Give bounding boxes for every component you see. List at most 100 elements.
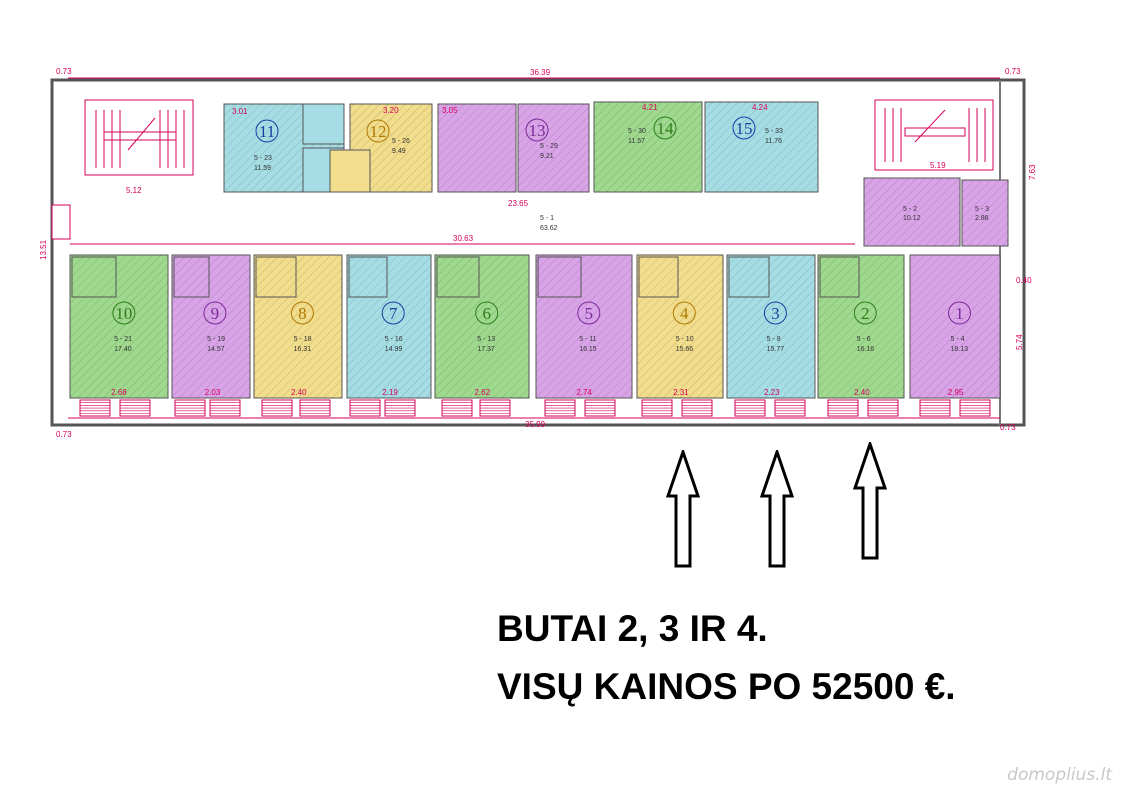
unit-2-width: 2.40 xyxy=(854,388,870,397)
dim-stair-left: 5.12 xyxy=(126,186,142,195)
unit-7-bathroom xyxy=(348,256,388,298)
unit-4-number: 4 xyxy=(680,304,689,323)
room-5-2: 5 - 2 10.12 xyxy=(863,177,961,247)
unit-5-area: 16.15 xyxy=(579,346,597,353)
unit-15-width: 4.24 xyxy=(752,103,768,112)
unit-4-area: 15.66 xyxy=(676,346,694,353)
unit-2-bathroom xyxy=(819,256,860,298)
dim-misc-right2: 0.40 xyxy=(1016,276,1032,285)
unit-3-number-circle xyxy=(763,301,787,325)
unit-1-number: 1 xyxy=(955,304,964,323)
unit-13-width: 3.05 xyxy=(442,106,458,115)
unit-4-width: 2.31 xyxy=(673,388,689,397)
unit-10-number: 10 xyxy=(115,304,132,323)
unit-3-label: 5 - 8 xyxy=(767,336,781,343)
unit-12-area: 9.49 xyxy=(392,148,406,155)
windows xyxy=(79,399,991,417)
unit-13: 13 5 - 29 9.21 3.05 xyxy=(437,103,590,193)
unit-12-number: 12 xyxy=(370,122,387,141)
unit-11-width: 3.01 xyxy=(232,107,248,116)
unit-9-width: 2.03 xyxy=(205,388,221,397)
unit-6-number: 6 xyxy=(482,304,491,323)
unit-10-number-circle xyxy=(112,301,136,325)
room-5-3-label: 5 - 3 xyxy=(975,206,989,213)
room-5-3-area: 2.86 xyxy=(975,215,989,222)
dim-corridor-length: 30.63 xyxy=(453,234,474,243)
unit-12: 12 5 - 26 9.49 3.20 xyxy=(329,103,433,193)
unit-6-label: 5 - 13 xyxy=(477,336,495,343)
arrow-up-icon xyxy=(666,450,700,568)
unit-14-number: 14 xyxy=(657,119,675,138)
unit-3: 35 - 815.772.23 xyxy=(726,254,816,399)
dim-left-height: 13.51 xyxy=(39,239,48,260)
unit-11: 11 5 - 23 11.59 3.01 xyxy=(223,103,345,193)
unit-2-label: 5 - 6 xyxy=(857,336,871,343)
unit-4-number-circle xyxy=(672,301,696,325)
unit-2: 2 5 - 6 16.16 2.40 xyxy=(817,254,905,399)
dim-corner-tl: 0.73 xyxy=(56,67,72,76)
unit-9-number-circle xyxy=(203,301,227,325)
unit-12-label: 5 - 26 xyxy=(392,138,410,145)
unit-7-area: 14.99 xyxy=(385,346,403,353)
dim-corner-br: 0.73 xyxy=(1000,423,1016,432)
unit-15-label: 5 - 33 xyxy=(765,128,783,135)
dim-bottom-length: 35.99 xyxy=(525,420,546,429)
unit-1-number-circle xyxy=(948,301,971,325)
unit-10-width: 2.68 xyxy=(111,388,127,397)
unit-6-number-circle xyxy=(475,301,499,325)
caption-price: VISŲ KAINOS PO 52500 €. xyxy=(497,666,956,707)
dim-misc-right: 5.74 xyxy=(1015,334,1024,350)
unit-3-bathroom xyxy=(728,256,770,298)
unit-15: 15 5 - 33 11.76 4.24 xyxy=(704,101,819,193)
outer-wall xyxy=(50,78,1026,427)
unit-11-number: 11 xyxy=(259,122,275,141)
left-entrance xyxy=(51,204,71,240)
stair-left xyxy=(84,99,194,176)
unit-5-bathroom xyxy=(537,256,582,298)
dim-right-height: 7.63 xyxy=(1028,164,1037,180)
unit-4-bathroom xyxy=(638,256,679,298)
watermark: domoplius.lt xyxy=(1007,765,1112,785)
unit-2-number: 2 xyxy=(861,304,870,323)
unit-6-area: 17.37 xyxy=(477,346,495,353)
unit-13-label: 5 - 29 xyxy=(540,143,558,150)
arrow-up-icon xyxy=(853,442,887,560)
dim-corner-bl: 0.73 xyxy=(56,430,72,439)
unit-12-width: 3.20 xyxy=(383,106,399,115)
unit-5-number-circle xyxy=(577,301,601,325)
unit-14-area: 11.57 xyxy=(628,138,645,145)
unit-7-width: 2.19 xyxy=(382,388,398,397)
unit-6: 6 5 - 13 17.37 2.62 xyxy=(434,254,530,399)
room-5-2-label: 5 - 2 xyxy=(903,206,917,213)
unit-8-area: 16.31 xyxy=(294,346,312,353)
unit-6-width: 2.62 xyxy=(474,388,490,397)
unit-3-area: 15.77 xyxy=(767,346,785,353)
unit-8-width: 2.40 xyxy=(291,388,307,397)
unit-15-number: 15 xyxy=(736,119,753,138)
unit-7-label: 5 - 16 xyxy=(385,336,403,343)
unit-2-area: 16.16 xyxy=(857,346,875,353)
unit-5-number: 5 xyxy=(585,304,594,323)
unit-11-label: 5 - 23 xyxy=(254,155,272,162)
unit-8-bathroom xyxy=(255,256,297,298)
unit-13-number: 13 xyxy=(529,121,546,140)
dim-corridor-upper: 23.65 xyxy=(508,199,529,208)
unit-9-bathroom xyxy=(173,256,210,298)
unit-9-area: 14.57 xyxy=(207,346,225,353)
corridor-area: 63.62 xyxy=(540,225,558,232)
unit-1: 15 - 418.132.95 xyxy=(909,254,1001,399)
unit-6-bathroom xyxy=(436,256,480,298)
unit-7-number-circle xyxy=(381,301,405,325)
unit-13-area: 9.21 xyxy=(540,153,554,160)
unit-8-number: 8 xyxy=(298,304,307,323)
floor-plan: 36.39 0.73 0.73 0.73 0.73 35.99 13.51 7.… xyxy=(39,67,1037,439)
unit-1-area: 18.13 xyxy=(951,346,969,353)
unit-10-bathroom xyxy=(71,256,117,298)
dim-corner-tr: 0.73 xyxy=(1005,67,1021,76)
